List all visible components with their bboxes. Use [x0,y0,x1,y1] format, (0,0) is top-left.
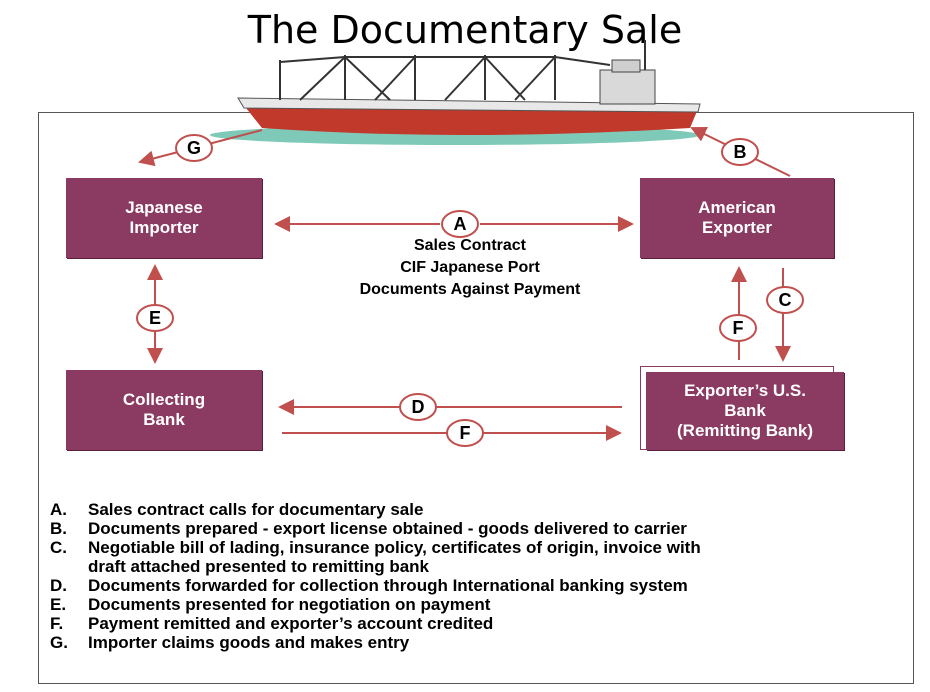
legend-item: F. Payment remitted and exporter’s accoun… [50,614,910,633]
legend-text: Sales contract calls for documentary sal… [88,500,424,519]
marker-a-ring [441,210,479,238]
marker-g: G [187,138,201,158]
cif-port-label: CIF Japanese Port [400,259,540,276]
american-exporter-box: American Exporter [640,178,834,258]
legend-text: Payment remitted and exporter’s account … [88,614,494,633]
sales-contract-label: Sales Contract [413,237,527,254]
marker-f1-ring [719,314,757,342]
legend-item: E. Documents presented for negotiation on… [50,595,910,614]
legend-key: E. [50,595,67,614]
marker-c-ring [766,286,804,314]
marker-f2: F [460,423,471,443]
legend-key: A. [50,500,67,519]
legend-key: G. [50,633,68,652]
legend-item: C. Negotiable bill of lading, insurance p… [50,538,910,557]
marker-b-ring [721,138,759,166]
marker-f2-ring [446,419,484,447]
legend-item: B. Documents prepared - export license ob… [50,519,910,538]
legend-text: draft attached presented to remitting ba… [88,557,429,576]
marker-d-ring [399,393,437,421]
page-title: The Documentary Sale [247,8,683,52]
legend-text: Documents forwarded for collection throu… [88,576,688,595]
legend-item: G. Importer claims goods and makes entry [50,633,910,652]
marker-c: C [779,290,792,310]
collecting-bank-box: Collecting Bank [66,370,262,450]
documents-against-payment-label: Documents Against Payment [359,281,581,298]
marker-e: E [149,308,161,328]
japanese-importer-box: Japanese Importer [66,178,262,258]
marker-b: B [734,142,747,162]
marker-e-ring [136,304,174,332]
marker-a: A [454,214,467,234]
legend-text: Importer claims goods and makes entry [88,633,410,652]
legend-item: draft attached presented to remitting ba… [50,557,910,576]
legend-key: D. [50,576,67,595]
legend-item: D. Documents forwarded for collection thr… [50,576,910,595]
legend-text: Documents prepared - export license obta… [88,519,687,538]
legend-text: Documents presented for negotiation on p… [88,595,491,614]
remitting-bank-box: Exporter’s U.S. Bank (Remitting Bank) [646,372,844,450]
legend-text: Negotiable bill of lading, insurance pol… [88,538,701,557]
legend-item: A. Sales contract calls for documentary s… [50,500,910,519]
legend-key: B. [50,519,67,538]
cargo-ship-icon [210,40,701,145]
legend-key: F. [50,614,64,633]
marker-f1: F [733,318,744,338]
marker-d: D [412,397,425,417]
legend-key [50,557,88,576]
marker-g-ring [175,134,213,162]
legend-key: C. [50,538,67,557]
legend-list: A. Sales contract calls for documentary s… [50,500,910,652]
